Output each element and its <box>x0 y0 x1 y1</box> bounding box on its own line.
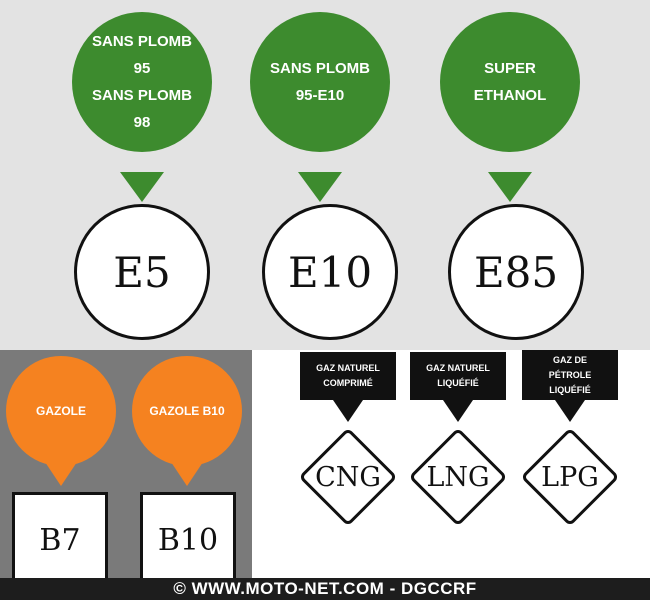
credit-text: © WWW.MOTO-NET.COM - DGCCRF <box>173 579 477 598</box>
label-cng: CNG <box>295 424 401 530</box>
diesel-panel: GAZOLE B7 GAZOLE B10 B10 <box>0 350 252 600</box>
bubble-line: ETHANOL <box>473 87 547 104</box>
gas-panel: GAZ NATUREL COMPRIMÉ CNG GAZ NATUREL LIQ… <box>252 350 650 600</box>
bubble-line: SANS PLOMB <box>91 33 192 50</box>
label-e85: E85 <box>448 204 584 340</box>
label-lpg: LPG <box>517 424 623 530</box>
bubble-line: 95 <box>133 60 151 77</box>
label-e10: E10 <box>262 204 398 340</box>
box-line: LIQUÉFIÉ <box>437 378 479 388</box>
box-line: GAZ NATUREL <box>426 363 490 373</box>
down-arrow-icon <box>488 172 532 202</box>
box-line: COMPRIMÉ <box>323 378 373 388</box>
petrol-panel: SANS PLOMB 95 SANS PLOMB 98 E5 SANS PLOM… <box>0 0 650 350</box>
bubble-line: SUPER <box>484 60 536 77</box>
box-gaz-naturel-liquefie: GAZ NATUREL LIQUÉFIÉ <box>410 352 506 400</box>
box-line: GAZ DE <box>552 354 587 365</box>
down-arrow-icon <box>171 462 203 486</box>
fuel-code: LPG <box>541 461 599 493</box>
bubble-line: SANS PLOMB <box>269 60 370 77</box>
bubble-sans-plomb-95-e10: SANS PLOMB 95-E10 <box>250 12 390 152</box>
label-b7: B7 <box>12 492 108 588</box>
fuel-code: E10 <box>287 247 373 297</box>
bubble-line: 95-E10 <box>295 87 345 104</box>
down-arrow-icon <box>443 400 473 422</box>
fuel-code: B10 <box>157 522 219 558</box>
bubble-text: GAZOLE B10 <box>149 404 225 418</box>
box-line: PÉTROLE <box>548 369 592 380</box>
bubble-line: SANS PLOMB <box>91 87 192 104</box>
fuel-code: E85 <box>473 247 559 297</box>
box-line: LIQUÉFIÉ <box>549 384 591 395</box>
down-arrow-icon <box>555 400 585 422</box>
down-arrow-icon <box>120 172 164 202</box>
bubble-text: GAZOLE <box>36 404 86 418</box>
bubble-sans-plomb-95-98: SANS PLOMB 95 SANS PLOMB 98 <box>72 12 212 152</box>
fuel-code: E5 <box>113 247 171 297</box>
fuel-code: B7 <box>39 522 81 558</box>
down-arrow-icon <box>298 172 342 202</box>
bubble-super-ethanol: SUPER ETHANOL <box>440 12 580 152</box>
label-b10: B10 <box>140 492 236 588</box>
label-lng: LNG <box>405 424 511 530</box>
box-gaz-de-petrole-liquefie: GAZ DE PÉTROLE LIQUÉFIÉ <box>522 350 618 400</box>
bubble-gazole: GAZOLE <box>6 356 116 466</box>
box-line: GAZ NATUREL <box>316 363 380 373</box>
down-arrow-icon <box>45 462 77 486</box>
label-e5: E5 <box>74 204 210 340</box>
bubble-line: 98 <box>133 114 151 131</box>
bubble-gazole-b10: GAZOLE B10 <box>132 356 242 466</box>
fuel-code: CNG <box>315 461 381 493</box>
fuel-code: LNG <box>426 461 490 493</box>
down-arrow-icon <box>333 400 363 422</box>
box-gaz-naturel-comprime: GAZ NATUREL COMPRIMÉ <box>300 352 396 400</box>
copyright-credit: © WWW.MOTO-NET.COM - DGCCRF <box>0 578 650 600</box>
